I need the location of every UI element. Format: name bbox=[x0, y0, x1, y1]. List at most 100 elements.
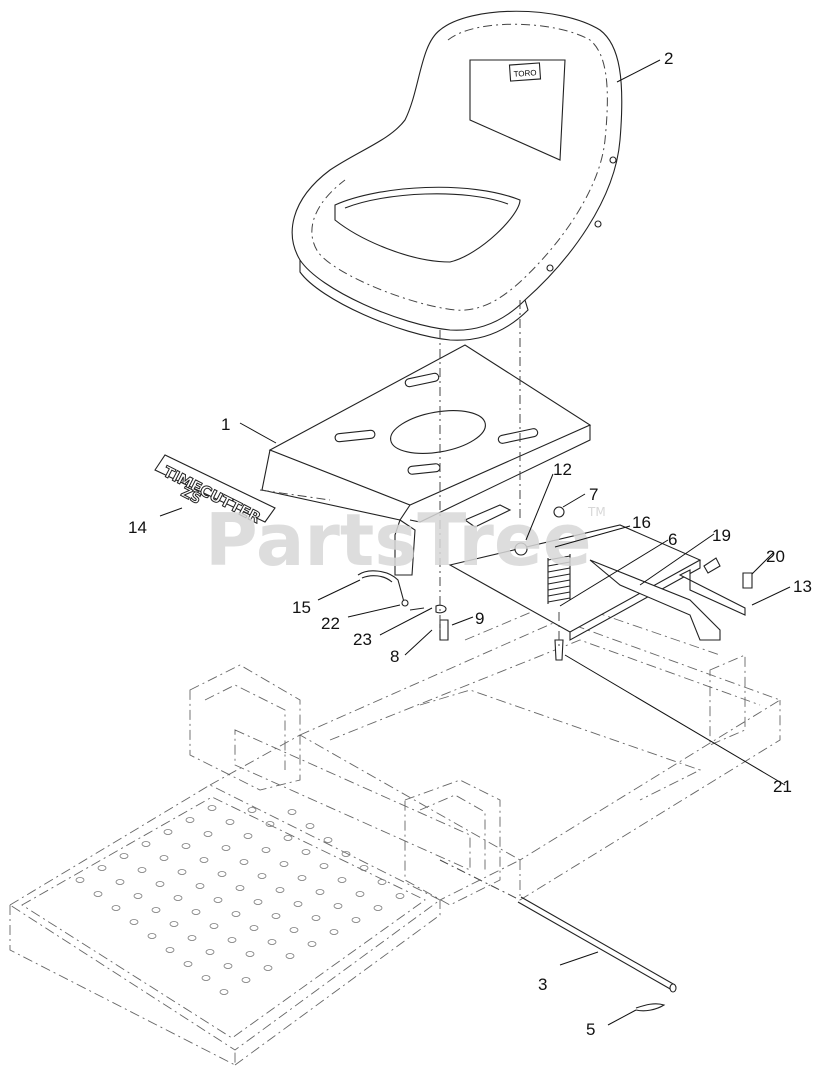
footrest-hole bbox=[301, 849, 311, 855]
footrest-hole bbox=[315, 889, 325, 895]
footrest-hole bbox=[133, 893, 143, 899]
footrest-hole bbox=[329, 929, 339, 935]
footrest-hole bbox=[395, 893, 405, 899]
footrest-hole bbox=[283, 835, 293, 841]
footrest-holes bbox=[75, 805, 405, 995]
footrest-hole bbox=[115, 879, 125, 885]
callout-3: 3 bbox=[538, 975, 547, 994]
callout-6: 6 bbox=[668, 530, 677, 549]
footrest-hole bbox=[185, 817, 195, 823]
footrest-hole bbox=[297, 875, 307, 881]
footrest-hole bbox=[199, 857, 209, 863]
seat-latch bbox=[357, 570, 449, 641]
pivot-rod bbox=[517, 896, 677, 1012]
footrest-hole bbox=[129, 919, 139, 925]
footrest-hole bbox=[141, 841, 151, 847]
footrest-hole bbox=[323, 837, 333, 843]
footrest-hole bbox=[111, 905, 121, 911]
footrest-hole bbox=[165, 947, 175, 953]
footrest-hole bbox=[249, 925, 259, 931]
seat-mount-plate bbox=[261, 344, 592, 576]
callouts: 1 2 3 5 6 7 8 9 12 13 14 15 16 19 20 21 … bbox=[128, 49, 812, 1039]
callout-2: 2 bbox=[664, 49, 673, 68]
callout-8: 8 bbox=[390, 647, 399, 666]
footrest-hole bbox=[177, 869, 187, 875]
watermark: PartsTree bbox=[205, 498, 592, 582]
footrest-hole bbox=[181, 843, 191, 849]
callout-20: 20 bbox=[766, 547, 785, 566]
callout-14: 14 bbox=[128, 518, 147, 537]
footrest-hole bbox=[341, 851, 351, 857]
footrest-hole bbox=[159, 855, 169, 861]
footrest-hole bbox=[205, 949, 215, 955]
footrest-hole bbox=[191, 909, 201, 915]
footrest-hole bbox=[155, 881, 165, 887]
footrest-hole bbox=[373, 905, 383, 911]
footrest-hole bbox=[305, 823, 315, 829]
footrest-hole bbox=[223, 963, 233, 969]
footrest-hole bbox=[287, 809, 297, 815]
callout-16: 16 bbox=[632, 513, 651, 532]
mower-frame bbox=[9, 599, 782, 1066]
footrest-hole bbox=[285, 953, 295, 959]
footrest-hole bbox=[187, 935, 197, 941]
callout-12: 12 bbox=[553, 460, 572, 479]
watermark-tm: TM bbox=[587, 505, 606, 519]
footrest-hole bbox=[239, 859, 249, 865]
footrest-hole bbox=[311, 915, 321, 921]
callout-13: 13 bbox=[793, 577, 812, 596]
footrest-hole bbox=[253, 899, 263, 905]
footrest-hole bbox=[151, 907, 161, 913]
alignment-lines bbox=[259, 300, 560, 901]
footrest-hole bbox=[201, 975, 211, 981]
footrest-hole bbox=[163, 829, 173, 835]
footrest-hole bbox=[183, 961, 193, 967]
seat-badge: TORO bbox=[513, 68, 537, 79]
footrest-hole bbox=[169, 921, 179, 927]
footrest-hole bbox=[225, 819, 235, 825]
rear-bracket bbox=[678, 569, 753, 616]
seat: TORO bbox=[291, 10, 623, 341]
footrest-hole bbox=[217, 871, 227, 877]
callout-5: 5 bbox=[586, 1020, 595, 1039]
spring bbox=[547, 554, 571, 604]
callout-19: 19 bbox=[712, 526, 731, 545]
footrest-hole bbox=[257, 873, 267, 879]
footrest-hole bbox=[241, 977, 251, 983]
footrest-hole bbox=[243, 833, 253, 839]
footrest-hole bbox=[137, 867, 147, 873]
footrest-hole bbox=[265, 821, 275, 827]
footrest-hole bbox=[307, 941, 317, 947]
footrest-hole bbox=[263, 965, 273, 971]
footrest-hole bbox=[227, 937, 237, 943]
footrest-hole bbox=[119, 853, 129, 859]
footrest-hole bbox=[351, 917, 361, 923]
spring-bracket bbox=[448, 504, 721, 661]
footrest-hole bbox=[209, 923, 219, 929]
footrest-hole bbox=[359, 865, 369, 871]
footrest-hole bbox=[75, 877, 85, 883]
footrest-hole bbox=[355, 891, 365, 897]
footrest-hole bbox=[203, 831, 213, 837]
footrest-hole bbox=[195, 883, 205, 889]
footrest-hole bbox=[275, 887, 285, 893]
footrest-hole bbox=[207, 805, 217, 811]
footrest-hole bbox=[147, 933, 157, 939]
footrest-hole bbox=[333, 903, 343, 909]
callout-21: 21 bbox=[773, 777, 792, 796]
footrest-hole bbox=[93, 891, 103, 897]
footrest-hole bbox=[319, 863, 329, 869]
footrest-hole bbox=[245, 951, 255, 957]
footrest-hole bbox=[289, 927, 299, 933]
callout-9: 9 bbox=[475, 609, 484, 628]
footrest-hole bbox=[261, 847, 271, 853]
footrest-hole bbox=[213, 897, 223, 903]
footrest-hole bbox=[271, 913, 281, 919]
footrest-hole bbox=[247, 807, 257, 813]
leader-lines bbox=[159, 59, 791, 1026]
footrest-hole bbox=[219, 989, 229, 995]
callout-1: 1 bbox=[221, 415, 230, 434]
footrest-hole bbox=[267, 939, 277, 945]
footrest-hole bbox=[221, 845, 231, 851]
